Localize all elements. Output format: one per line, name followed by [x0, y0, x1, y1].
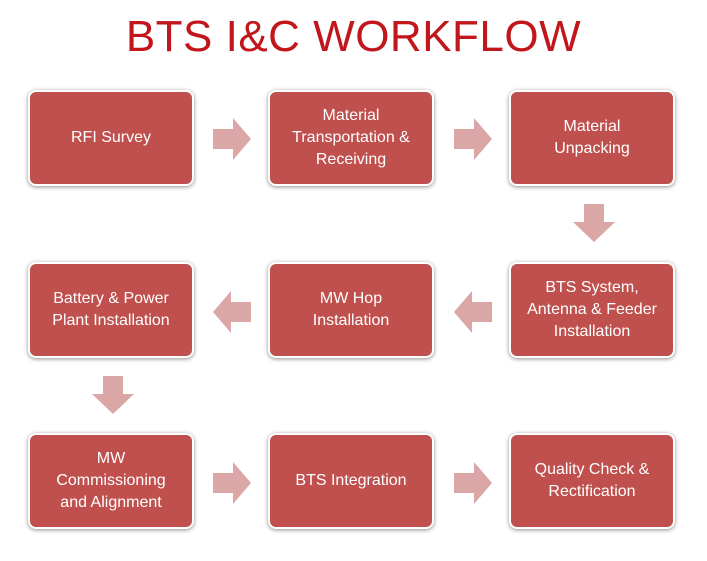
diagram-title: BTS I&C WORKFLOW [125, 12, 582, 61]
step-battery-power-installation: Battery & Power Plant Installation [28, 262, 194, 358]
arrow-right-icon [454, 462, 492, 504]
step-material-transportation: Material Transportation & Receiving [268, 90, 434, 186]
step-mw-commissioning: MW Commissioning and Alignment [28, 433, 194, 529]
arrow-right-icon [213, 118, 251, 160]
arrow-down-icon [92, 376, 134, 414]
step-material-unpacking: Material Unpacking [509, 90, 675, 186]
arrow-left-icon [213, 291, 251, 333]
step-quality-check: Quality Check & Rectification [509, 433, 675, 529]
arrow-down-icon [573, 204, 615, 242]
arrow-right-icon [213, 462, 251, 504]
step-bts-integration: BTS Integration [268, 433, 434, 529]
step-mw-hop-installation: MW Hop Installation [268, 262, 434, 358]
arrow-right-icon [454, 118, 492, 160]
arrow-left-icon [454, 291, 492, 333]
step-bts-system-installation: BTS System, Antenna & Feeder Installatio… [509, 262, 675, 358]
step-rfi-survey: RFI Survey [28, 90, 194, 186]
